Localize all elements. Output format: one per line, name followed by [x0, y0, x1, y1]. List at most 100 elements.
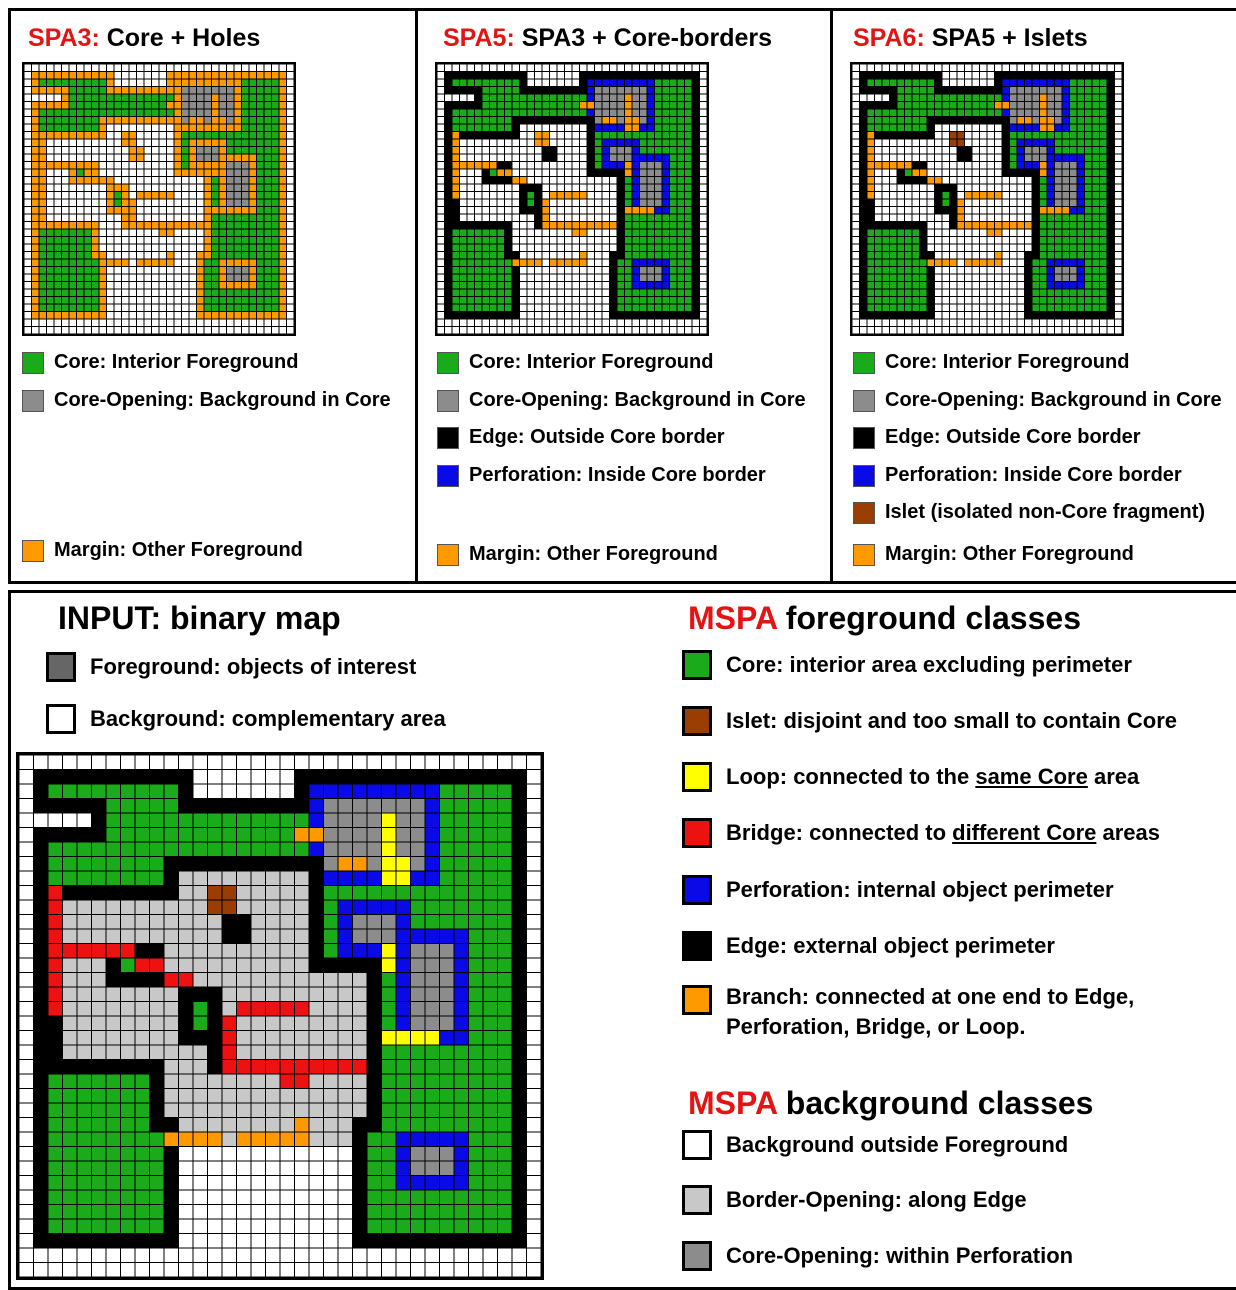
spa3-map-cell: [159, 297, 166, 304]
spa5-map-cell: [460, 282, 467, 289]
spa3-map-cell: [114, 177, 121, 184]
spa3-map-cell: [212, 139, 219, 146]
spa5-map-cell: [452, 109, 459, 116]
spa5-map-cell: [655, 79, 662, 86]
mspa-map-cell: [425, 784, 439, 798]
spa5-map-cell: [617, 109, 624, 116]
mspa-map-cell: [498, 813, 512, 827]
spa3-legend-core: Core: Interior Foreground: [22, 351, 298, 374]
spa6-map-cell: [890, 259, 897, 266]
spa6-map-cell: [890, 282, 897, 289]
spa5-map-cell: [640, 327, 647, 334]
mspa-map-cell: [34, 770, 48, 784]
mspa-map-cell: [266, 1060, 280, 1074]
spa6-map-cell: [852, 297, 859, 304]
mspa-map-cell: [34, 900, 48, 914]
spa3-map-cell: [107, 229, 114, 236]
spa5-map-cell: [460, 184, 467, 191]
spa6-map-cell: [1077, 117, 1084, 124]
spa5-map-cell: [467, 102, 474, 109]
spa6-map-cell: [942, 244, 949, 251]
spa6-map-cell: [1032, 177, 1039, 184]
spa6-map-cell: [882, 327, 889, 334]
mspa-map-cell: [106, 929, 120, 943]
spa6-map-cell: [980, 222, 987, 229]
spa3-map-cell: [204, 109, 211, 116]
spa5-map-cell: [437, 169, 444, 176]
spa6-map-cell: [1010, 229, 1017, 236]
spa3-map-cell: [129, 162, 136, 169]
spa3-map-cell: [174, 64, 181, 71]
spa5-map-cell: [640, 297, 647, 304]
spa3-map-cell: [152, 177, 159, 184]
spa3-map-cell: [32, 237, 39, 244]
mspa-map-cell: [266, 1074, 280, 1088]
spa5-map-cell: [692, 237, 699, 244]
spa3-map-cell: [287, 274, 294, 281]
spa5-map-cell: [595, 259, 602, 266]
spa3-map-cell: [287, 147, 294, 154]
mspa-map-cell: [237, 915, 251, 929]
spa3-map-cell: [264, 169, 271, 176]
mspa-map-cell: [338, 886, 352, 900]
spa5-map-cell: [460, 327, 467, 334]
spa5-map-cell: [512, 162, 519, 169]
spa5-map-cell: [520, 297, 527, 304]
spa5-map-cell: [580, 244, 587, 251]
spa5-map-cell: [647, 244, 654, 251]
spa3-map-cell: [77, 259, 84, 266]
spa3-map-cell: [234, 274, 241, 281]
spa6-map-cell: [912, 139, 919, 146]
spa5-map-cell: [467, 162, 474, 169]
spa3-map-cell: [159, 102, 166, 109]
spa5-map-cell: [437, 207, 444, 214]
spa6-map-cell: [972, 244, 979, 251]
spa5-map-cell: [452, 154, 459, 161]
spa5-map-cell: [512, 64, 519, 71]
spa6-map-cell: [860, 282, 867, 289]
spa6-map-cell: [980, 244, 987, 251]
spa6-map-cell: [867, 214, 874, 221]
spa5-map-cell: [572, 132, 579, 139]
spa6-map-cell: [942, 64, 949, 71]
spa3-map-cell: [107, 169, 114, 176]
spa3-map-cell: [242, 259, 249, 266]
spa3-map-cell: [69, 192, 76, 199]
spa3-map-cell: [39, 207, 46, 214]
spa6-map-cell: [905, 169, 912, 176]
spa5-map-cell: [512, 154, 519, 161]
spa3-map-cell: [137, 162, 144, 169]
spa6-map-cell: [1062, 207, 1069, 214]
spa6-map-cell: [1047, 297, 1054, 304]
spa5-map-cell: [565, 169, 572, 176]
spa5-legend-core: Core: Interior Foreground: [437, 351, 713, 374]
spa6-map-cell: [980, 109, 987, 116]
mspa-map-cell: [92, 1176, 106, 1190]
mspa-map-cell: [164, 958, 178, 972]
mspa-map-cell: [121, 813, 135, 827]
spa3-map-cell: [24, 184, 31, 191]
spa5-map-cell: [482, 259, 489, 266]
mspa-map-cell: [440, 857, 454, 871]
spa5-map-cell: [662, 297, 669, 304]
mspa-map-cell: [77, 900, 91, 914]
spa6-map-cell: [1070, 139, 1077, 146]
spa5-map-cell: [490, 109, 497, 116]
spa6-map-cell: [1055, 199, 1062, 206]
spa3-map-cell: [272, 132, 279, 139]
spa6-map-cell: [1040, 304, 1047, 311]
mspa-map-cell: [295, 1060, 309, 1074]
spa5-map-cell: [595, 117, 602, 124]
spa5-map-cell: [475, 244, 482, 251]
spa5-map-cell: [692, 79, 699, 86]
spa5-map-cell: [662, 222, 669, 229]
spa5-map-cell: [557, 162, 564, 169]
spa3-map-cell: [204, 214, 211, 221]
spa5-map-cell: [437, 124, 444, 131]
spa6-map-cell: [987, 207, 994, 214]
spa5-map-cell: [655, 214, 662, 221]
spa3-map-cell: [204, 312, 211, 319]
spa5-map-cell: [490, 192, 497, 199]
spa6-map-cell: [890, 72, 897, 79]
spa6-map-cell: [867, 192, 874, 199]
